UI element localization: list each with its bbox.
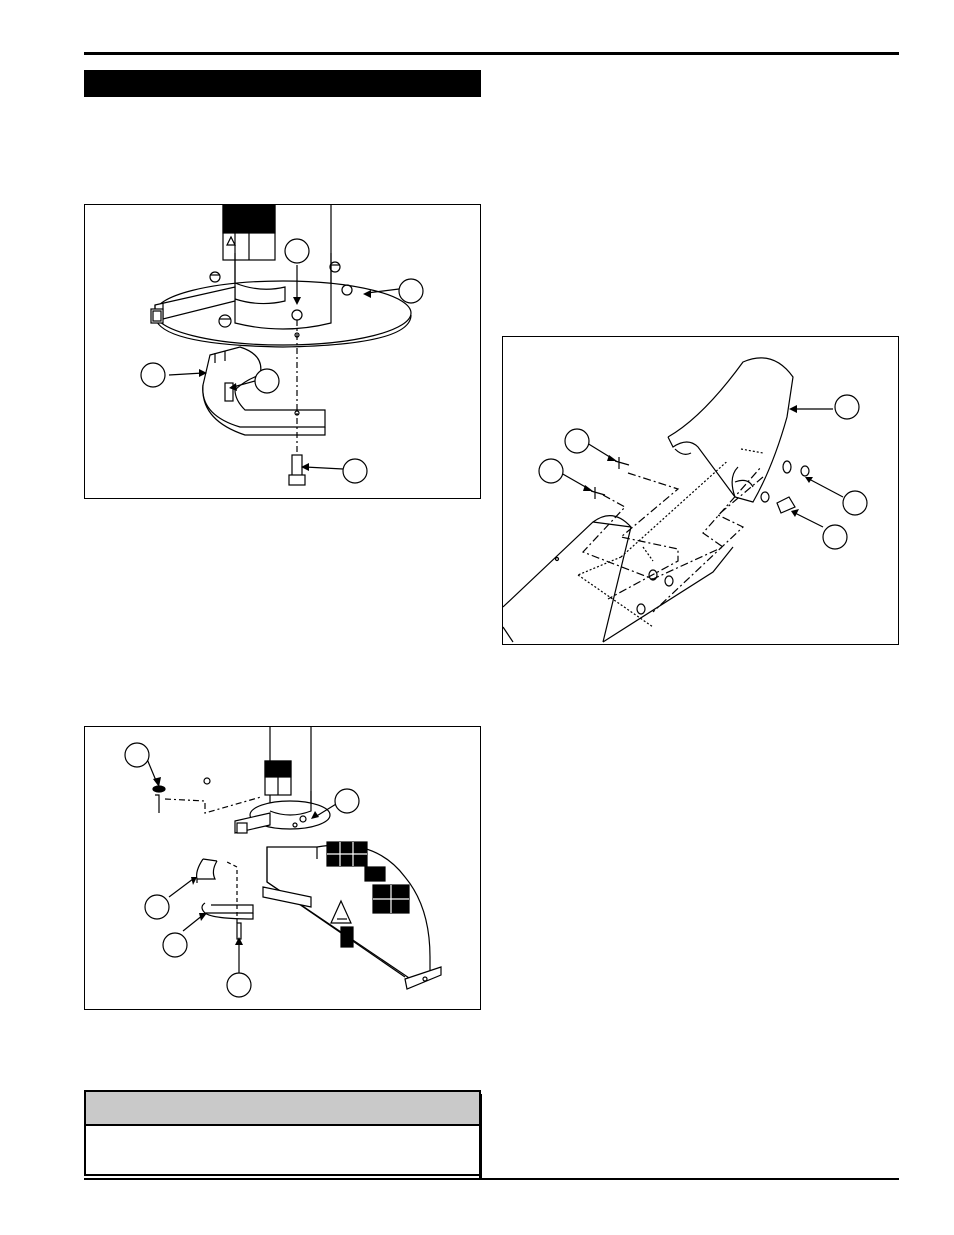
callout-1 [834, 394, 860, 420]
callout-5 [822, 524, 848, 550]
callout-3 [538, 458, 564, 484]
figure-chute-housing [84, 726, 481, 1010]
callout-2 [334, 788, 360, 814]
callout-4 [162, 932, 188, 958]
callout-1 [124, 742, 150, 768]
callout-2 [398, 278, 424, 304]
callout-3 [140, 362, 166, 388]
callout-2 [564, 428, 590, 454]
note-body [86, 1128, 479, 1174]
note-box-shadow [479, 1094, 482, 1178]
callout-4 [254, 368, 280, 394]
callout-4 [842, 490, 868, 516]
note-box [84, 1090, 481, 1176]
base-plate-drawing [140, 205, 424, 486]
footer-rule [84, 1178, 899, 1180]
chute-housing-drawing [124, 727, 442, 998]
section-heading-bar [84, 70, 481, 97]
callout-3 [144, 894, 170, 920]
callout-5 [226, 972, 252, 998]
note-heading [86, 1092, 479, 1126]
callout-5 [342, 458, 368, 484]
header-rule [84, 52, 899, 55]
figure-base-plate [84, 204, 481, 499]
spout-cover-drawing [503, 357, 868, 643]
callout-1 [284, 238, 310, 264]
figure-spout-cover [502, 336, 899, 645]
